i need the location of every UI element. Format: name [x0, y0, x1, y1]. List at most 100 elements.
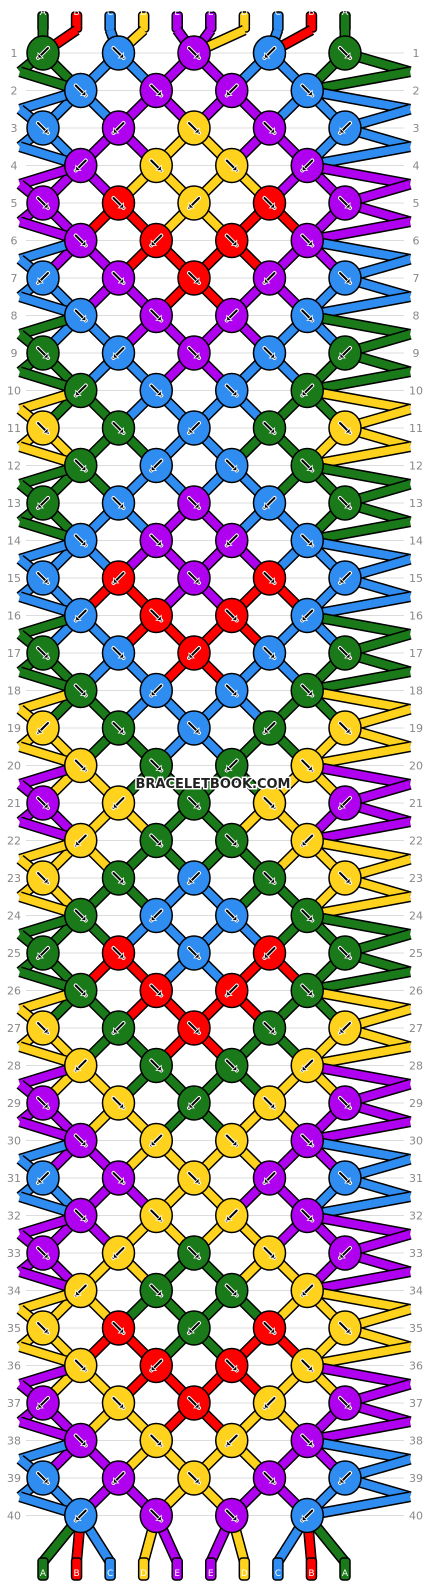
knot-arrowhead-icon — [42, 1477, 49, 1484]
knot — [26, 35, 60, 71]
thread-segment — [306, 86, 411, 114]
knot-arrowhead-icon — [230, 839, 238, 846]
knot — [215, 1422, 249, 1459]
row-number-left: 30 — [7, 1135, 21, 1148]
knot — [139, 1197, 173, 1234]
knot — [64, 372, 98, 409]
thread-segment — [306, 517, 411, 545]
knot-arrowhead-icon — [193, 1252, 200, 1259]
knot — [215, 897, 249, 934]
knot-arrowhead-icon — [226, 764, 233, 771]
thread-segment — [306, 836, 411, 864]
row-number-left: 7 — [11, 272, 18, 285]
knot — [26, 1235, 60, 1271]
row-number-left: 33 — [7, 1247, 21, 1260]
knot-arrowhead-icon — [150, 1364, 158, 1371]
knot-arrowhead-icon — [155, 614, 162, 621]
knot — [139, 1497, 173, 1534]
knot-arrowhead-icon — [344, 1102, 351, 1109]
thread-segment — [306, 292, 411, 320]
row-number-left: 24 — [7, 910, 21, 923]
knot-arrowhead-icon — [75, 389, 82, 396]
strand-label-top: D — [140, 8, 147, 18]
knot-arrowhead-icon — [155, 389, 162, 396]
knot — [177, 185, 211, 221]
strand-label-top: C — [107, 8, 113, 18]
strand-label-bottom: B — [308, 1569, 314, 1579]
knot-arrowhead-icon — [268, 802, 275, 809]
knot — [101, 1010, 136, 1046]
row-number-left: 5 — [11, 197, 18, 210]
row-number-right: 39 — [409, 1472, 423, 1485]
thread-segment — [306, 1286, 411, 1314]
knot-arrowhead-icon — [268, 202, 275, 209]
knot — [290, 1122, 324, 1159]
knot — [215, 1272, 249, 1309]
knot-arrowhead-icon — [339, 577, 346, 584]
knot-arrowhead-icon — [306, 1139, 313, 1146]
row-number-right: 37 — [409, 1397, 423, 1410]
knot-arrowhead-icon — [230, 164, 238, 171]
thread-segment — [306, 892, 411, 920]
knot-arrowhead-icon — [339, 1477, 346, 1484]
knot — [290, 1497, 324, 1534]
knot-arrowhead-icon — [155, 314, 162, 321]
knot — [252, 1385, 287, 1421]
knot — [139, 297, 173, 334]
knot-arrowhead-icon — [188, 877, 195, 884]
knot — [215, 297, 249, 334]
knot-arrowhead-icon — [79, 89, 87, 96]
knot-arrowhead-icon — [79, 239, 87, 246]
knot — [26, 485, 60, 521]
knot-arrowhead-icon — [79, 314, 87, 321]
row-number-left: 18 — [7, 685, 21, 698]
knot — [252, 35, 287, 71]
thread-segment — [306, 1061, 411, 1089]
knot — [139, 522, 173, 559]
knot — [139, 447, 173, 484]
knot-arrowhead-icon — [268, 127, 275, 134]
knot — [64, 1497, 98, 1534]
knot-arrowhead-icon — [155, 89, 162, 96]
strand-label-top: B — [73, 8, 79, 18]
thread-segment — [306, 592, 411, 620]
knot — [215, 1122, 249, 1159]
knot — [215, 1047, 249, 1084]
knot — [64, 597, 98, 634]
knot — [328, 935, 362, 971]
row-number-left: 38 — [7, 1435, 21, 1448]
row-number-left: 11 — [7, 422, 21, 435]
row-number-left: 27 — [7, 1022, 21, 1035]
knot — [290, 822, 324, 859]
knot-arrowhead-icon — [42, 877, 49, 884]
knot — [64, 897, 98, 934]
thread-segment — [306, 536, 411, 564]
knot — [26, 710, 60, 746]
knot-arrowhead-icon — [155, 1064, 162, 1071]
row-number-right: 2 — [413, 85, 420, 98]
knot — [64, 447, 98, 484]
row-number-right: 8 — [413, 310, 420, 323]
knot-arrowhead-icon — [301, 614, 309, 621]
knot — [252, 1160, 287, 1196]
knot — [215, 972, 249, 1009]
row-number-right: 5 — [413, 197, 420, 210]
knot — [252, 1235, 287, 1271]
strand-label-top: A — [40, 8, 47, 18]
knot-arrowhead-icon — [193, 577, 200, 584]
knot-arrowhead-icon — [113, 1477, 120, 1484]
thread-segment — [306, 1436, 411, 1464]
knot — [177, 785, 211, 821]
knot — [252, 410, 287, 446]
knot — [177, 710, 211, 746]
knot-arrowhead-icon — [117, 1327, 124, 1334]
knot-arrowhead-icon — [188, 202, 195, 209]
row-number-left: 34 — [7, 1285, 21, 1298]
strand-label-bottom: A — [342, 1569, 349, 1579]
knot — [101, 1385, 136, 1421]
knot — [177, 560, 211, 596]
knot-arrowhead-icon — [155, 1214, 162, 1221]
knot — [64, 222, 98, 259]
